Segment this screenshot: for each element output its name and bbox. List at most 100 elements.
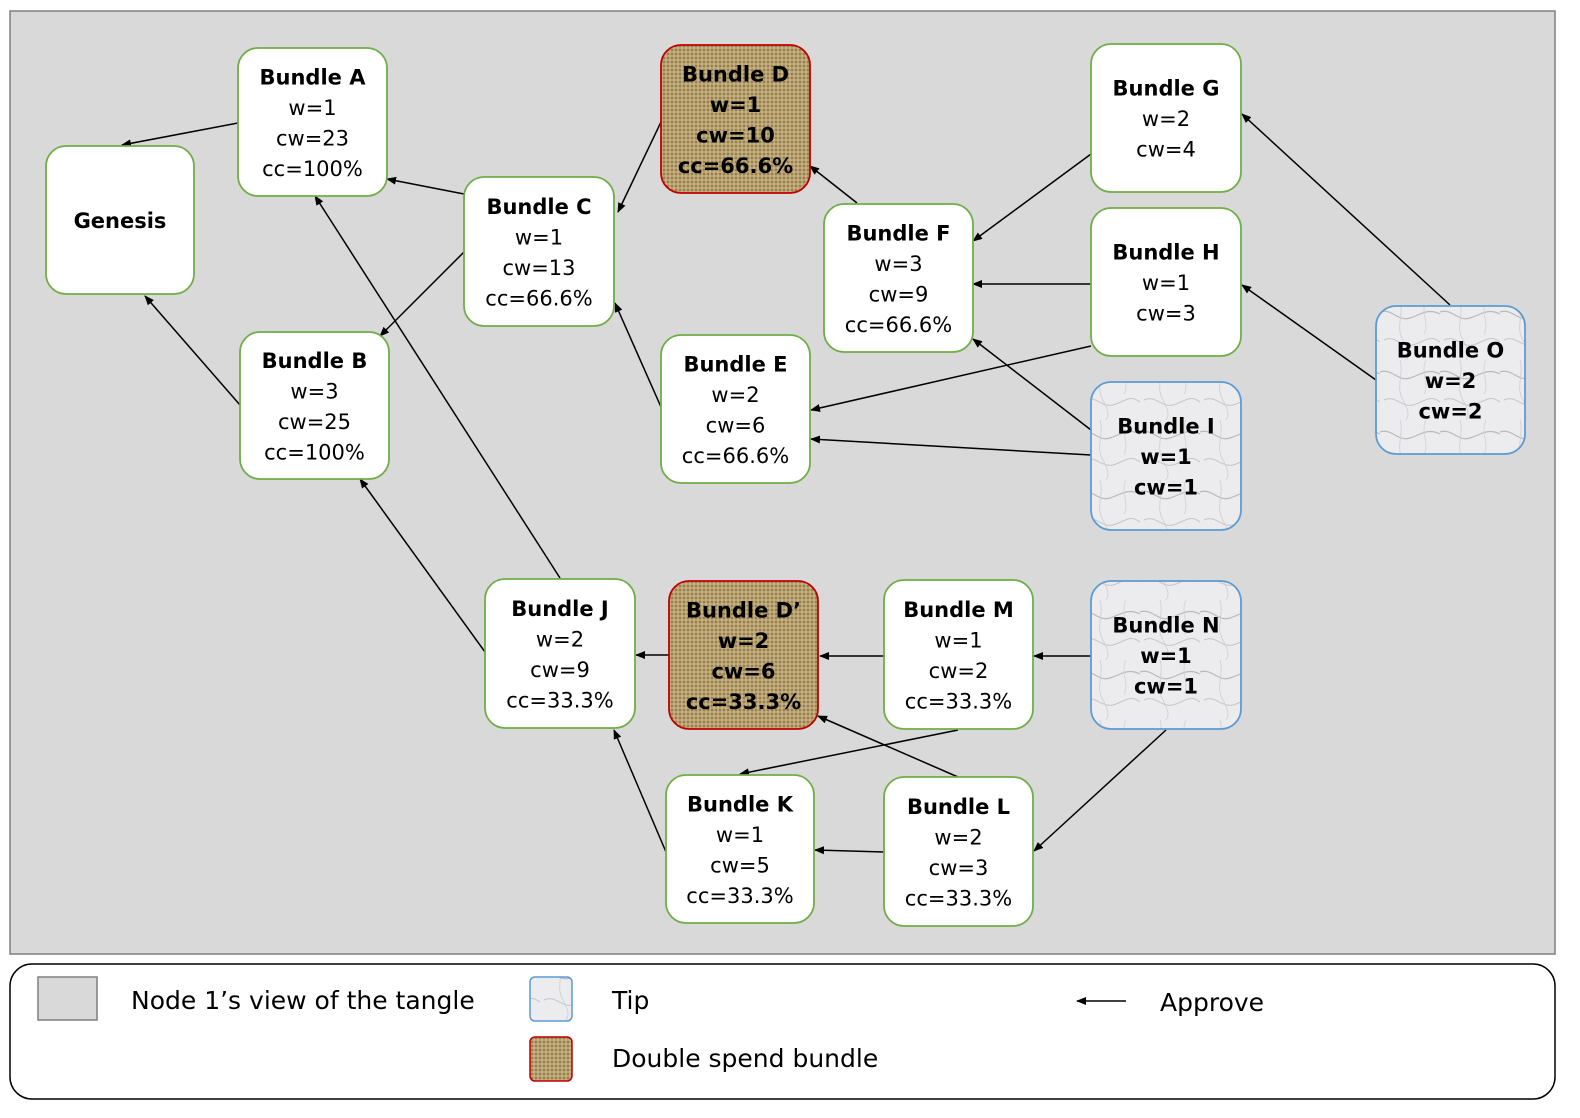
bundle-metric: cw=23 <box>276 126 349 150</box>
bundle-node-h: Bundle Hw=1cw=3 <box>1090 207 1242 357</box>
bundle-box <box>668 580 819 730</box>
edge-C-A <box>386 176 465 195</box>
bundle-node-i: Bundle I w=1 cw=1 <box>1090 381 1242 531</box>
edge-O-G <box>1241 113 1451 306</box>
edge-E-C <box>614 302 662 408</box>
edge-C-B <box>379 251 465 337</box>
bundle-metric: w=1 <box>1140 445 1192 469</box>
bundle-metric: cw=2 <box>1418 400 1482 424</box>
bundle-title: Bundle D’ <box>686 598 801 622</box>
legend-double-spend-label: Double spend bundle <box>612 1044 878 1073</box>
bundle-box <box>45 145 195 295</box>
bundle-title: Bundle F <box>846 221 950 245</box>
legend: Node 1’s view of the tangle Tip Double s… <box>9 963 1556 1100</box>
bundle-title: Bundle D <box>682 62 789 86</box>
bundle-box <box>1090 580 1242 730</box>
bundle-metric: cw=2 <box>929 659 989 683</box>
bundle-metric: w=1 <box>934 628 982 652</box>
bundle-box <box>883 579 1034 730</box>
bundle-title: Bundle J <box>511 597 609 621</box>
bundle-metric: cc=33.3% <box>905 886 1012 910</box>
bundle-metric: cw=9 <box>869 282 929 306</box>
bundle-metric: cw=25 <box>278 410 351 434</box>
bundle-metric: w=1 <box>515 225 563 249</box>
bundle-title: Bundle N <box>1112 614 1219 638</box>
legend-view-label: Node 1’s view of the tangle <box>131 986 475 1015</box>
legend-double-spend-swatch <box>529 1036 573 1082</box>
bundle-title: Bundle E <box>683 352 787 376</box>
bundle-metric: w=1 <box>710 93 762 117</box>
bundle-box <box>1375 305 1526 455</box>
bundle-node-genesis: Genesis <box>45 145 195 295</box>
bundle-metric: cw=6 <box>706 413 766 437</box>
bundle-box <box>239 331 390 480</box>
bundle-node-k: Bundle Kw=1cw=5cc=33.3% <box>665 774 815 924</box>
edge-I-E <box>810 435 1092 456</box>
legend-tip-label: Tip <box>611 986 649 1015</box>
bundle-metric: cw=4 <box>1136 138 1196 162</box>
bundle-metric: cw=6 <box>711 659 775 683</box>
bundle-title: Bundle G <box>1113 77 1220 101</box>
bundle-metric: cw=9 <box>530 658 590 682</box>
bundle-box <box>463 176 615 327</box>
bundle-metric: w=2 <box>536 627 584 651</box>
bundle-node-j: Bundle J w=2 cw=9 cc=33.3% <box>484 578 636 729</box>
bundle-box <box>1090 381 1242 531</box>
bundle-title: Bundle L <box>907 795 1010 819</box>
bundle-metric: cw=5 <box>710 853 770 877</box>
bundle-node-e: Bundle Ew=2cw=6cc=66.6% <box>660 334 811 484</box>
bundle-metric: w=2 <box>1142 107 1190 131</box>
bundle-metric: w=2 <box>1425 369 1477 393</box>
bundle-metric: cc=33.3% <box>686 884 793 908</box>
bundle-title: Bundle K <box>687 792 794 816</box>
bundle-box <box>660 334 811 484</box>
bundle-title: Bundle H <box>1112 241 1219 265</box>
edge-J-A <box>314 195 561 579</box>
edge-D-C <box>617 121 662 213</box>
bundle-title: Genesis <box>74 209 167 233</box>
bundle-metric: w=1 <box>288 96 336 120</box>
edge-H-E <box>810 345 1092 412</box>
edge-K-J <box>613 729 667 853</box>
legend-view-swatch <box>37 976 98 1021</box>
bundle-metric: cc=33.3% <box>506 688 613 712</box>
bundle-metric: w=2 <box>718 629 770 653</box>
bundle-box <box>823 203 974 353</box>
edge-N-L <box>1033 729 1167 852</box>
edge-G-F <box>972 153 1092 242</box>
bundle-metric: cc=66.6% <box>485 286 592 310</box>
bundle-title: Bundle I <box>1117 415 1215 439</box>
bundle-node-f: Bundle F w=3 cw=9 cc=66.6% <box>823 203 974 353</box>
edge-O-H <box>1241 284 1377 381</box>
bundle-metric: cw=3 <box>1136 302 1196 326</box>
bundle-metric: cw=1 <box>1134 675 1198 699</box>
legend-approve-label: Approve <box>1160 988 1264 1017</box>
bundle-metric: cc=100% <box>264 440 365 464</box>
edge-B-genesis <box>144 295 241 406</box>
bundle-metric: cc=66.6% <box>845 313 952 337</box>
bundle-metric: cw=1 <box>1134 476 1198 500</box>
bundle-metric: w=3 <box>874 252 922 276</box>
bundle-node-m: Bundle M w=1 cw=2 cc=33.3% <box>883 579 1034 730</box>
bundle-title: Bundle C <box>486 195 591 219</box>
bundle-metric: cc=33.3% <box>686 690 801 714</box>
bundle-metric: cc=100% <box>262 157 363 181</box>
bundle-node-c: Bundle C w=1 cw=13 cc=66.6% <box>463 176 615 327</box>
bundle-box <box>665 774 815 924</box>
edge-F-D <box>809 165 858 204</box>
edge-A-genesis <box>121 122 239 148</box>
bundle-node-n: Bundle Nw=1cw=1 <box>1090 580 1242 730</box>
edge-J-B <box>359 478 486 653</box>
bundle-node-g: Bundle G w=2 cw=4 <box>1090 43 1242 193</box>
bundle-title: Bundle M <box>903 598 1014 622</box>
bundle-metric: cc=33.3% <box>905 689 1012 713</box>
bundle-box <box>1090 43 1242 193</box>
bundle-metric: cw=13 <box>502 256 575 280</box>
bundle-title: Bundle B <box>262 349 368 373</box>
edge-L-K <box>814 846 885 855</box>
